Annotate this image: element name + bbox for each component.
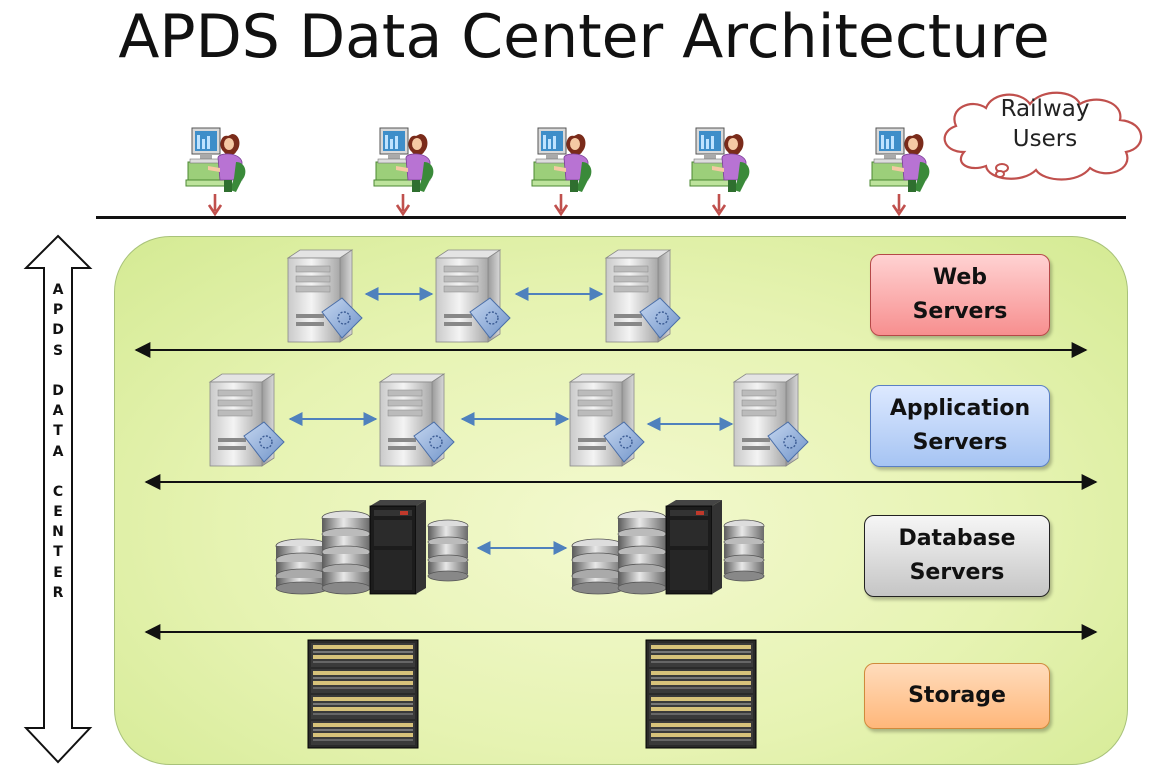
cloud-label-line-1: Railway: [1000, 96, 1090, 122]
page-title: APDS Data Center Architecture: [118, 2, 1050, 72]
user-down-arrow: [554, 194, 568, 217]
vertical-label-letter: D: [52, 322, 64, 339]
vertical-label-letter: A: [52, 403, 64, 420]
vertical-label-letter: E: [53, 504, 63, 521]
vertical-label-letter: A: [52, 443, 64, 460]
vertical-label-letter: E: [53, 564, 63, 581]
user-at-computer-icon: [185, 127, 246, 193]
user-at-computer-icon: [689, 127, 750, 193]
thought-cloud-icon: [943, 91, 1143, 181]
user-at-computer-icon: [373, 127, 434, 193]
storage-label: Storage: [864, 663, 1050, 729]
user-network-line: [96, 216, 1126, 219]
user-at-computer-icon: [531, 127, 592, 193]
vertical-label-letter: P: [52, 302, 64, 319]
vertical-label-letter: S: [52, 342, 64, 359]
vertical-label-letter: T: [53, 544, 63, 561]
application-servers-label: Application Servers: [870, 385, 1050, 467]
vertical-label-letter: A: [52, 282, 64, 298]
vertical-label-letter: [44, 462, 72, 482]
database-servers-label: Database Servers: [864, 515, 1050, 597]
vertical-label-letter: R: [52, 584, 64, 601]
cloud-label: Railway Users: [1000, 94, 1090, 154]
user-down-arrow: [208, 194, 222, 217]
vertical-label-letter: N: [52, 524, 64, 541]
user-down-arrow: [892, 194, 906, 217]
vertical-label-letter: D: [52, 382, 64, 399]
vertical-label-letter: [44, 361, 72, 381]
user-down-arrow: [712, 194, 726, 217]
vertical-label-letter: C: [52, 483, 64, 500]
web-servers-label: Web Servers: [870, 254, 1050, 336]
user-down-arrow: [396, 194, 410, 217]
user-at-computer-icon: [869, 127, 930, 193]
cloud-label-line-2: Users: [1012, 126, 1078, 152]
vertical-label-letter: T: [53, 423, 63, 440]
